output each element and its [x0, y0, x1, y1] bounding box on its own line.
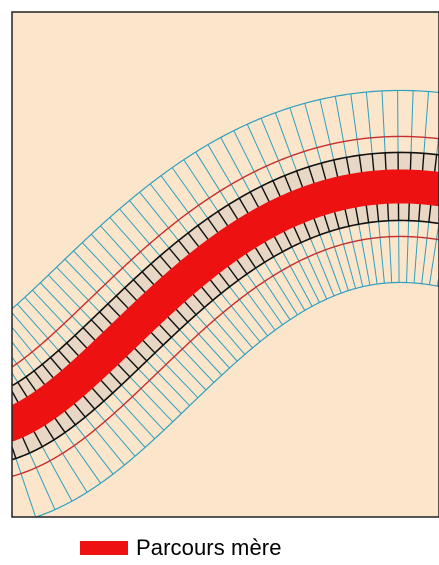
- outer-boundary-line-bottom: [12, 89, 439, 310]
- outer-transverse-line: [12, 445, 37, 517]
- inner-boundary-line-bottom: [12, 151, 439, 387]
- middle-boundary-line-bottom: [12, 135, 439, 368]
- legend-swatch-parcours-mere: [80, 541, 128, 555]
- outer-transverse-line: [428, 219, 439, 285]
- legend-label-parcours-mere: Parcours mère: [136, 535, 282, 560]
- outer-boundary-line-top: [34, 281, 439, 517]
- middle-boundary-line-top: [12, 235, 439, 478]
- inner-boundary-line-top: [12, 219, 439, 461]
- legend: Parcours mère: [80, 533, 282, 563]
- main-path: [12, 169, 439, 442]
- corridor-diagram: [12, 89, 439, 517]
- diagram-frame: [11, 11, 439, 518]
